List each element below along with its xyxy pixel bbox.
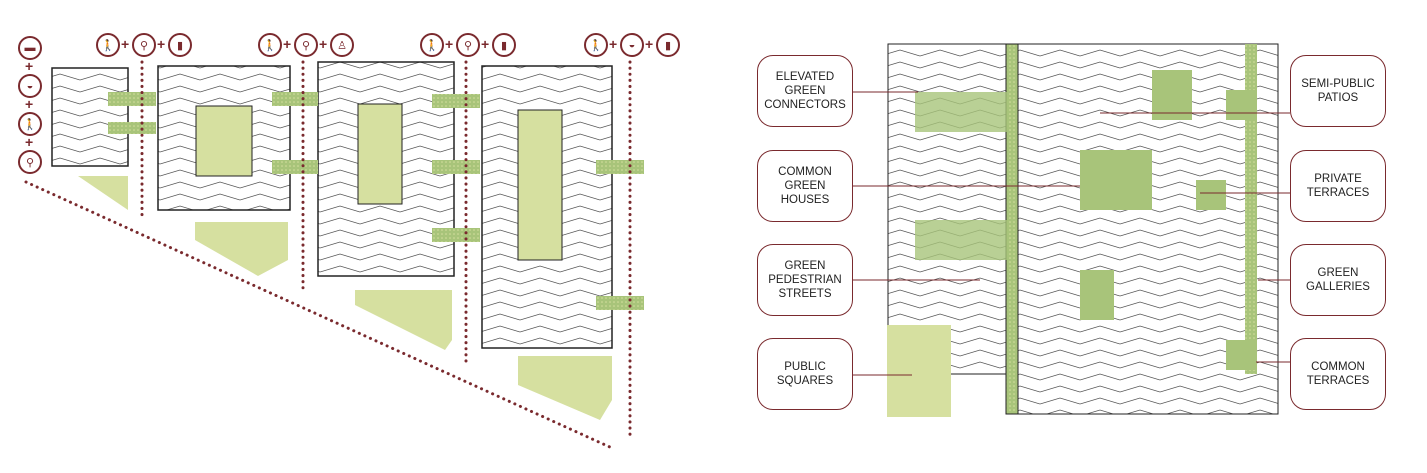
delivery-worker-icon: ♙	[330, 33, 354, 57]
truck-icon: ▮	[168, 33, 192, 57]
plus-sign: +	[445, 36, 454, 52]
label-private-terraces: PRIVATE TERRACES	[1290, 150, 1386, 222]
label-common-terraces: COMMON TERRACES	[1290, 338, 1386, 410]
label-semi-public-patios: SEMI-PUBLIC PATIOS	[1290, 55, 1386, 127]
label-elevated-green-connectors: ELEVATED GREEN CONNECTORS	[757, 55, 853, 127]
leader-lines	[852, 91, 1290, 376]
pedestrian-icon: 🚶	[420, 33, 444, 57]
plus-sign: +	[25, 96, 34, 112]
dotted-paths	[24, 60, 632, 450]
bus-icon: ▬	[18, 36, 42, 60]
truck-icon: ▮	[656, 33, 680, 57]
plus-sign: +	[25, 58, 34, 74]
pedestrian-icon: 🚶	[584, 33, 608, 57]
bicycle-icon: ⚲	[18, 150, 42, 174]
label-public-squares: PUBLIC SQUARES	[757, 338, 853, 410]
plus-sign: +	[25, 134, 34, 150]
plus-sign: +	[319, 36, 328, 52]
truck-icon: ▮	[492, 33, 516, 57]
building-block-2	[157, 65, 291, 211]
label-green-pedestrian-streets: GREEN PEDESTRIAN STREETS	[757, 244, 853, 316]
pedestrian-icon: 🚶	[96, 33, 120, 57]
building-block-3	[317, 61, 455, 277]
car-icon: ◒	[18, 74, 42, 98]
tower-elevation	[887, 43, 1279, 417]
plus-sign: +	[645, 36, 654, 52]
bicycle-icon: ⚲	[132, 33, 156, 57]
bicycle-icon: ⚲	[456, 33, 480, 57]
building-block-1	[51, 67, 129, 167]
pedestrian-icon: 🚶	[18, 112, 42, 136]
label-common-green-houses: COMMON GREEN HOUSES	[757, 150, 853, 222]
plus-sign: +	[157, 36, 166, 52]
plus-sign: +	[481, 36, 490, 52]
green-connectors	[108, 92, 644, 310]
car-icon: ◒	[620, 33, 644, 57]
plus-sign: +	[121, 36, 130, 52]
plus-sign: +	[609, 36, 618, 52]
pedestrian-icon: 🚶	[258, 33, 282, 57]
bicycle-icon: ⚲	[294, 33, 318, 57]
public-squares-left	[78, 176, 612, 420]
building-block-4	[481, 65, 613, 349]
plus-sign: +	[283, 36, 292, 52]
label-green-galleries: GREEN GALLERIES	[1290, 244, 1386, 316]
